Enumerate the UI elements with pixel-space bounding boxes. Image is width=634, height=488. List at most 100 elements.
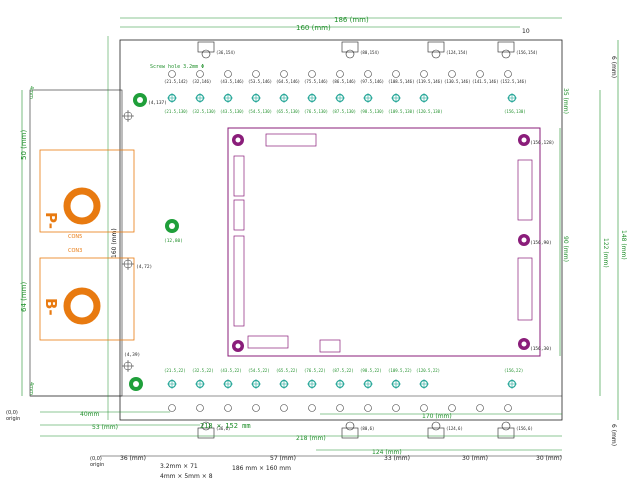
dim-r6a-label: 6 (mm) [610,56,617,78]
bottom-teal-pad-label: (120.5,22) [416,368,440,373]
bottom-hole [196,404,204,412]
top-hole [196,70,204,78]
top-hole [252,70,260,78]
dim-r6b-label: 6 (mm) [610,424,617,446]
bottom-fet-label: (80,6) [360,426,374,431]
dim-l160-label: 160 (mm) [111,228,118,258]
bottom-fet-pad [345,421,355,431]
top-teal-pad-label: (87.5,130) [332,109,356,114]
top-teal-pad-label: (120.5,130) [416,109,443,114]
dim-r35-label: 35 (mm) [562,88,569,114]
module-header-left-3 [233,235,245,327]
origin-2-coords: (0,0) [90,456,102,462]
connector-b-label: B- [42,298,60,316]
dim-r148-label: 148 (mm) [620,230,627,260]
crosshair-bottom-left [122,360,134,372]
module-header-bottom-1 [247,335,289,349]
top-fet-body [341,41,359,53]
module-header-right-1 [517,159,533,221]
top-fet-group: (36,154)(80,154)(124,154)(156,154) [197,41,538,59]
top-teal-pad-label: (109.5,130) [388,109,415,114]
module-header-bottom-2 [319,339,341,353]
via-top-left-label: (4,137) [148,100,167,106]
bottom-fet-group: (36,6)(80,6)(124,6)(156,6) [197,421,533,439]
top-hole-label: (64.5,146) [276,79,300,84]
bottom-teal-pad-label: (54.5,22) [248,368,270,373]
bottom-hole [448,404,456,412]
top-fet-pad [431,49,441,59]
module-header-top [265,133,317,147]
bottom-hole [392,404,400,412]
dim-r90-label: 90 (mm) [562,236,569,262]
bottom-fet-pad [201,421,211,431]
top-hole-label: (152.5,146) [500,79,527,84]
top-hole [420,70,428,78]
bottom-fet-label: (124,6) [446,426,463,431]
module-hole-bottom-right-center [521,341,527,347]
dim-33-label: 33 (mm) [384,455,410,462]
connector-b-frame [39,257,135,341]
top-row-holes: (21.5,142)(32,146)(43.5,146)(53.5,146)(6… [164,70,527,84]
top-teal-pad-label: (65.5,130) [276,109,300,114]
crosshair-top-left [122,110,134,122]
module-hole-mid-right-center [521,237,527,243]
dim-30b-label: 30 (mm) [536,455,562,462]
bottom-fet-pad [431,421,441,431]
dim-36-label: 36 (mm) [120,455,146,462]
top-fet-body [197,41,215,53]
via-bottom-left-label: (4,39) [124,352,140,358]
board-size-note: 218 × 152 mm [200,422,251,430]
via-bottom-left-hole [133,381,139,387]
top-hole-label: (75.5,146) [304,79,328,84]
dim-l50-label: 50 (mm) [20,129,28,160]
top-fet-pad [501,49,511,59]
top-teal-pad-label: (156,130) [504,109,526,114]
bottom-teal-pad-label: (98.5,22) [360,368,382,373]
outer-board-outline [119,39,563,421]
top-fet-label: (36,154) [216,50,235,55]
bottom-row-teal-pads: (21.5,22)(32.5,22)(43.5,22)(54.5,22)(65.… [164,368,523,389]
bottom-teal-pad-label: (87.5,22) [332,368,354,373]
top-hole-label: (32,146) [192,79,211,84]
bottom-hole [280,404,288,412]
top-teal-pad-label: (43.5,130) [220,109,244,114]
bottom-fet-body [427,427,445,439]
module-hole-mr-label: (156,90) [530,240,552,246]
bottom-teal-pad-label: (43.5,22) [220,368,242,373]
connector-b-ring [63,287,101,325]
bottom-hole [308,404,316,412]
top-hole [308,70,316,78]
crosshair-middle-left [122,258,134,270]
bottom-teal-pad-label: (109.5,22) [388,368,412,373]
top-hole [336,70,344,78]
dim-l4b-label: 4mm [28,382,34,395]
top-fet-pad [345,49,355,59]
top-hole [504,70,512,78]
top-row-teal-pads: (21.5,130)(32.5,130)(43.5,130)(54.5,130)… [164,93,526,114]
bottom-hole [420,404,428,412]
bottom-hole [336,404,344,412]
top-hole-label: (53.5,146) [248,79,272,84]
bottom-fet-body [197,427,215,439]
dim-l64-label: 64 (mm) [20,281,28,312]
top-hole-label: (21.5,142) [164,79,188,84]
via-middle-left-hole [169,223,175,229]
module-header-right-2 [517,257,533,321]
dim-10-label: 10 [522,28,530,35]
bottom-hole [252,404,260,412]
screw-hole-note: Screw hole 3.2mm Φ [150,64,204,70]
top-hole [476,70,484,78]
connector-p-frame [39,149,135,233]
bottom-fet-body [497,427,515,439]
bottom-fet-body [341,427,359,439]
top-hole-label: (141.5,146) [472,79,499,84]
dim-53-label: 53 (mm) [92,424,118,431]
top-hole [224,70,232,78]
top-fet-label: (124,154) [446,50,468,55]
bottom-hole [168,404,176,412]
dim-124-label: 124 (mm) [372,449,402,456]
top-teal-pad-label: (76.5,130) [304,109,328,114]
bottom-teal-pad-label: (32.5,22) [192,368,214,373]
bottom-fet-label: (36,6) [216,426,230,431]
